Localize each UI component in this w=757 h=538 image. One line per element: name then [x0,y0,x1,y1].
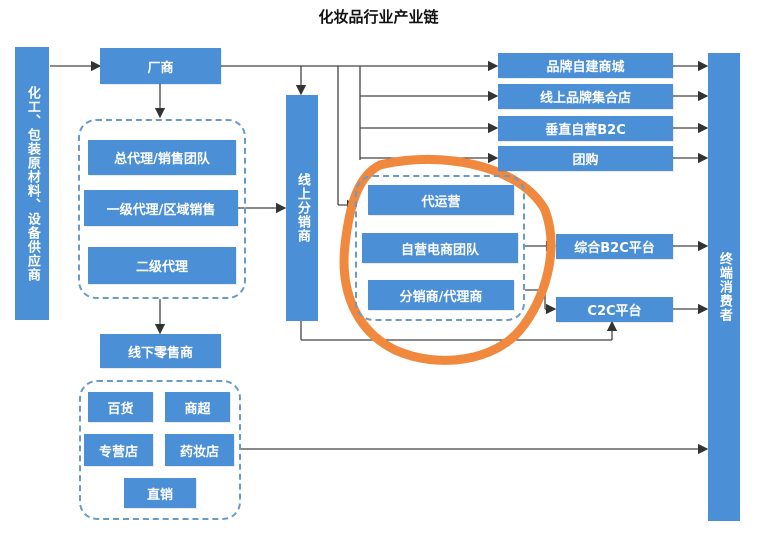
second-agent-label: 二级代理 [135,260,188,275]
pharmacy-label: 药妆店 [179,444,219,460]
c2c-box: C2C平台 [556,297,673,322]
agency-ops-box: 代运营 [368,185,514,215]
supermarket-box: 商超 [165,392,230,422]
comp-b2c-box: 综合B2C平台 [556,234,673,259]
brand-store-box: 线上品牌集合店 [498,84,673,109]
offline-retail-label: 线下零售商 [127,345,193,361]
supplier-label: 化工、包装原材料、设备供应商 [24,85,40,282]
online-dist-box: 线上分销商 [286,95,318,321]
supplier-box: 化工、包装原材料、设备供应商 [15,47,49,320]
brand-store-label: 线上品牌集合店 [539,91,631,106]
dist-agent-box: 分销商/代理商 [368,280,514,310]
comp-b2c-label: 综合B2C平台 [574,241,655,256]
manufacturer-box: 厂商 [100,48,221,84]
dept-store-label: 百货 [107,401,134,417]
first-agent-label: 一级代理/区域销售 [106,202,216,218]
consumer-box: 终端消费者 [708,53,740,521]
specialty-store-label: 专营店 [98,444,138,460]
specialty-store-box: 专营店 [84,434,153,466]
self-team-box: 自营电商团队 [362,233,518,263]
vertical-b2c-label: 垂直自营B2C [545,123,626,138]
brand-mall-label: 品牌自建商城 [546,60,625,75]
dist-agent-label: 分销商/代理商 [399,289,483,305]
direct-sale-box: 直销 [124,478,196,508]
group-buy-box: 团购 [498,146,673,171]
direct-sale-label: 直销 [146,487,173,503]
second-agent-box: 二级代理 [88,247,236,284]
diagram-title: 化妆品行业产业链 [318,8,439,26]
vertical-b2c-box: 垂直自营B2C [498,116,673,141]
general-agent-box: 总代理/销售团队 [88,140,236,175]
general-agent-label: 总代理/销售团队 [114,152,210,167]
consumer-label: 终端消费者 [716,252,732,322]
agency-ops-label: 代运营 [421,194,461,210]
brand-mall-box: 品牌自建商城 [498,53,673,78]
online-ops-group [355,175,525,321]
first-agent-box: 一级代理/区域销售 [84,190,238,226]
manufacturer-label: 厂商 [147,60,174,76]
offline-group [79,380,241,520]
offline-retail-box: 线下零售商 [100,334,221,368]
c2c-label: C2C平台 [587,304,642,319]
self-team-label: 自营电商团队 [400,242,479,258]
online-dist-label: 线上分销商 [294,173,310,243]
group-buy-label: 团购 [572,153,599,168]
dept-store-box: 百货 [88,392,153,422]
supermarket-label: 商超 [184,401,211,417]
pharmacy-box: 药妆店 [165,434,234,466]
agent-group [78,119,246,299]
